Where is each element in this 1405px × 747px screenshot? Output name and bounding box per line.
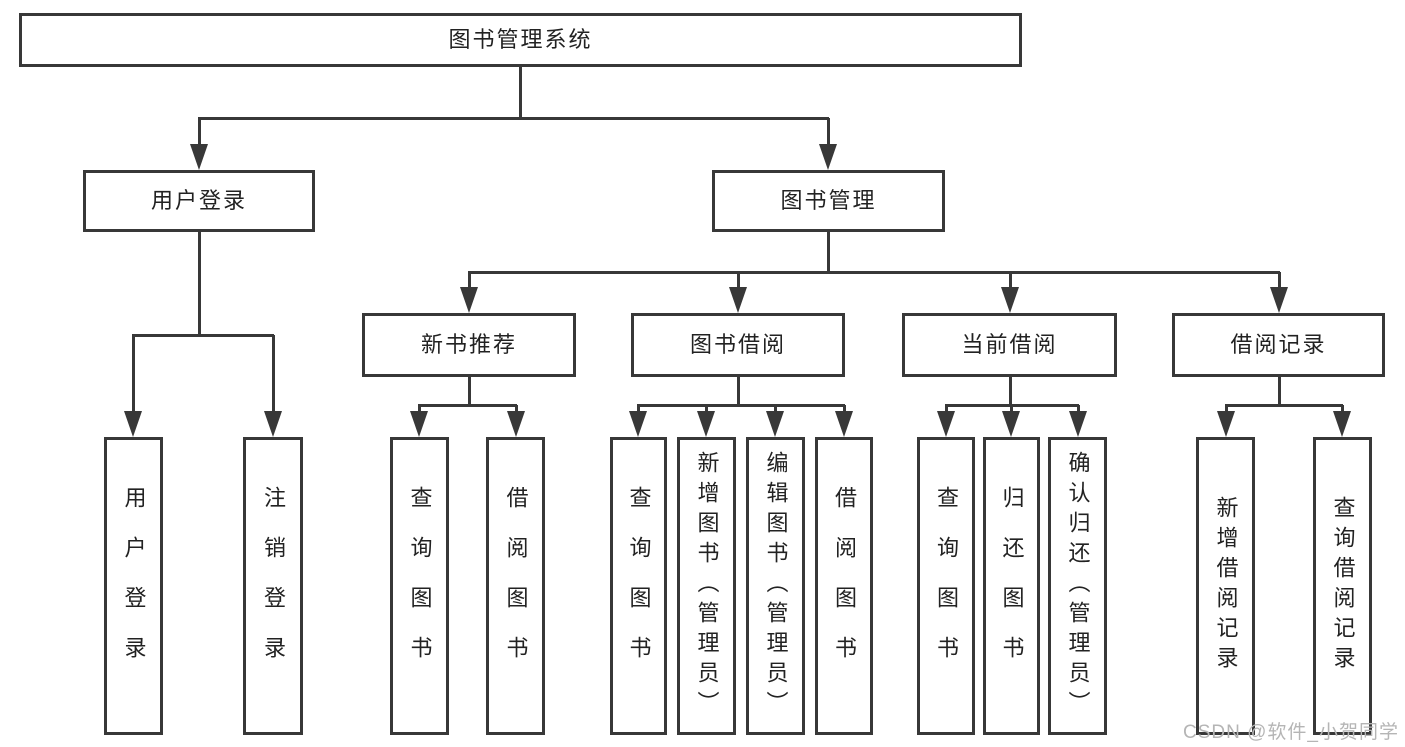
node-user-login-action: 用户登录	[104, 437, 163, 735]
connector-line	[1009, 377, 1012, 405]
node-label: 图书管理系统	[448, 27, 593, 52]
arrow-down-icon	[1001, 287, 1019, 313]
connector-line	[637, 404, 845, 407]
node-bb-query-books: 查询图书	[610, 437, 667, 735]
node-root: 图书管理系统	[19, 13, 1022, 67]
node-label: 图书借阅	[689, 332, 786, 357]
connector-line	[468, 377, 471, 405]
node-bb-edit-books: 编辑图书（管理员）	[746, 437, 805, 735]
node-cb-return-books: 归还图书	[983, 437, 1040, 735]
node-label: 借阅图书	[832, 486, 857, 686]
node-label: 确认归还（管理员）	[1065, 451, 1091, 721]
arrow-down-icon	[819, 144, 837, 170]
node-new-book-recommendation: 新书推荐	[362, 313, 576, 377]
node-label: 查询图书	[934, 486, 959, 686]
arrow-down-icon	[190, 144, 208, 170]
connector-line	[198, 117, 829, 120]
connector-line	[468, 272, 471, 301]
connector-line	[198, 118, 201, 158]
connector-line	[468, 271, 1280, 274]
arrow-down-icon	[697, 411, 715, 437]
arrow-down-icon	[264, 411, 282, 437]
connector-line	[1278, 377, 1281, 405]
arrow-down-icon	[410, 411, 428, 437]
arrow-down-icon	[1002, 411, 1020, 437]
connector-line	[1225, 404, 1343, 407]
arrow-down-icon	[124, 411, 142, 437]
node-label: 用户登录	[121, 486, 147, 686]
connector-line	[519, 67, 522, 118]
node-label: 查询借阅记录	[1330, 496, 1356, 676]
node-label: 查询图书	[626, 486, 652, 686]
arrow-down-icon	[1270, 287, 1288, 313]
connector-line	[827, 232, 830, 272]
node-label: 编辑图书（管理员）	[763, 451, 789, 721]
arrow-down-icon	[507, 411, 525, 437]
connector-line	[737, 272, 740, 301]
node-label: 新增借阅记录	[1213, 496, 1239, 676]
arrow-down-icon	[835, 411, 853, 437]
node-label: 用户登录	[150, 188, 247, 213]
node-bb-add-books: 新增图书（管理员）	[677, 437, 736, 735]
connector-line	[1009, 272, 1012, 301]
arrow-down-icon	[937, 411, 955, 437]
connector-line	[827, 118, 830, 158]
arrow-down-icon	[1333, 411, 1351, 437]
node-label: 图书管理	[780, 188, 877, 213]
connector-line	[418, 404, 517, 407]
connector-line	[737, 377, 740, 405]
node-label: 注销登录	[261, 486, 286, 686]
arrow-down-icon	[766, 411, 784, 437]
connector-line	[272, 335, 275, 425]
node-nbr-query-books: 查询图书	[390, 437, 449, 735]
connector-line	[198, 232, 201, 335]
node-current-borrowing: 当前借阅	[902, 313, 1117, 377]
connector-line	[1278, 272, 1281, 301]
arrow-down-icon	[629, 411, 647, 437]
node-label: 当前借阅	[961, 332, 1058, 357]
node-br-query-record: 查询借阅记录	[1313, 437, 1372, 735]
node-book-borrowing: 图书借阅	[631, 313, 845, 377]
node-label: 借阅记录	[1230, 332, 1327, 357]
node-label: 新书推荐	[420, 332, 517, 357]
arrow-down-icon	[729, 287, 747, 313]
node-cb-confirm-return: 确认归还（管理员）	[1048, 437, 1107, 735]
node-borrowing-records: 借阅记录	[1172, 313, 1385, 377]
connector-line	[132, 335, 135, 425]
node-cb-query-books: 查询图书	[917, 437, 975, 735]
node-logout-action: 注销登录	[243, 437, 303, 735]
node-user-login: 用户登录	[83, 170, 315, 232]
arrow-down-icon	[1217, 411, 1235, 437]
node-label: 查询图书	[407, 486, 433, 686]
node-label: 新增图书（管理员）	[694, 451, 720, 721]
node-book-management: 图书管理	[712, 170, 945, 232]
node-br-add-record: 新增借阅记录	[1196, 437, 1255, 735]
connector-line	[132, 334, 274, 337]
arrow-down-icon	[460, 287, 478, 313]
node-label: 借阅图书	[503, 486, 529, 686]
node-nbr-borrow-books: 借阅图书	[486, 437, 545, 735]
node-bb-borrow-books: 借阅图书	[815, 437, 873, 735]
arrow-down-icon	[1069, 411, 1087, 437]
node-label: 归还图书	[999, 486, 1025, 686]
watermark: CSDN @软件_小贺同学	[1183, 722, 1399, 743]
